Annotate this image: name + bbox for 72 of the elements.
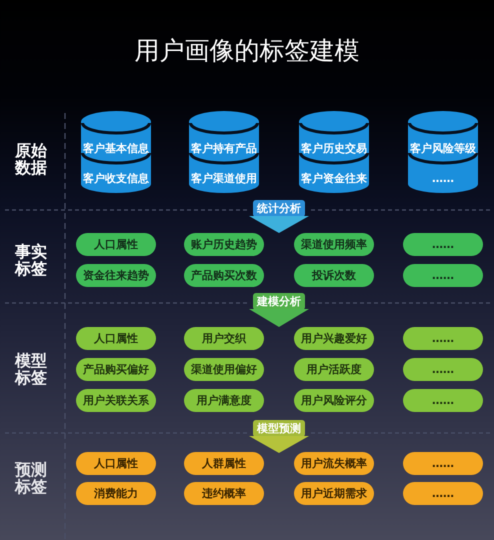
tag-pill bbox=[294, 358, 374, 381]
tag-label: 用户流失概率 bbox=[301, 456, 367, 470]
tag-pill bbox=[403, 358, 483, 381]
step-label: 模型预测 bbox=[257, 422, 301, 435]
tag-pill bbox=[184, 482, 264, 505]
tag-pill bbox=[294, 327, 374, 350]
database-label: 客户风险等级 bbox=[410, 142, 476, 156]
database-label: …… bbox=[432, 172, 454, 186]
tag-label: 违约概率 bbox=[202, 486, 246, 500]
tag-label: 渠道使用偏好 bbox=[191, 362, 257, 376]
tag-label: 用户关联关系 bbox=[83, 394, 149, 408]
tag-pill bbox=[184, 452, 264, 475]
tag-label: 用户满意度 bbox=[196, 394, 252, 408]
tag-pill bbox=[184, 389, 264, 412]
tag-pill bbox=[294, 233, 374, 256]
tag-pill bbox=[76, 233, 156, 256]
tag-pill bbox=[403, 482, 483, 505]
tag-pill bbox=[76, 389, 156, 412]
tag-pill bbox=[76, 264, 156, 287]
tag-pill bbox=[76, 327, 156, 350]
database-label: 客户持有产品 bbox=[191, 142, 257, 156]
tag-label: 资金往来趋势 bbox=[83, 268, 149, 282]
layer-label: 预测标签 bbox=[15, 461, 48, 495]
tag-label: …… bbox=[432, 362, 454, 376]
tag-label: 人群属性 bbox=[202, 456, 246, 470]
database-label: 客户历史交易 bbox=[301, 142, 367, 156]
tag-label: 人口属性 bbox=[94, 238, 138, 252]
tag-pill bbox=[403, 327, 483, 350]
tag-label: 消费能力 bbox=[94, 486, 138, 500]
tag-pill bbox=[294, 389, 374, 412]
tag-pill bbox=[184, 233, 264, 256]
database-label: 客户收支信息 bbox=[83, 172, 149, 186]
layer-label: 事实标签 bbox=[15, 243, 48, 277]
diagram-title: 用户画像的标签建模 bbox=[134, 36, 360, 66]
database-label: 客户基本信息 bbox=[83, 142, 149, 156]
layer-label: 模型标签 bbox=[15, 352, 48, 386]
tag-label: 用户近期需求 bbox=[301, 486, 367, 500]
tag-label: …… bbox=[432, 486, 454, 500]
tag-label: 渠道使用频率 bbox=[301, 238, 367, 252]
tag-label: …… bbox=[432, 394, 454, 408]
tag-label: …… bbox=[432, 268, 454, 282]
database-label: 客户渠道使用 bbox=[191, 172, 257, 186]
tag-pill bbox=[403, 264, 483, 287]
tag-pill bbox=[76, 358, 156, 381]
tag-pill bbox=[294, 264, 374, 287]
tag-pill bbox=[76, 482, 156, 505]
tag-pill bbox=[184, 358, 264, 381]
tag-label: 用户风险评分 bbox=[301, 394, 367, 408]
tag-pill bbox=[294, 452, 374, 475]
tag-pill bbox=[184, 327, 264, 350]
tag-pill bbox=[184, 264, 264, 287]
tag-pill bbox=[403, 233, 483, 256]
tag-pill bbox=[76, 452, 156, 475]
step-label: 统计分析 bbox=[257, 202, 301, 215]
tag-label: 用户兴趣爱好 bbox=[301, 332, 367, 346]
tag-pill bbox=[403, 389, 483, 412]
tag-label: …… bbox=[432, 456, 454, 470]
tag-label: 投诉次数 bbox=[312, 268, 356, 282]
tag-pill bbox=[403, 452, 483, 475]
step-label: 建模分析 bbox=[257, 295, 301, 308]
tag-pill bbox=[294, 482, 374, 505]
tag-label: 账户历史趋势 bbox=[191, 238, 257, 252]
tag-label: 产品购买次数 bbox=[191, 268, 257, 282]
tag-label: 用户交织 bbox=[202, 332, 246, 346]
database-label: 客户资金往来 bbox=[301, 172, 367, 186]
tag-label: …… bbox=[432, 238, 454, 252]
tag-label: 人口属性 bbox=[94, 332, 138, 346]
layer-label: 原始数据 bbox=[15, 142, 48, 176]
tag-label: …… bbox=[432, 332, 454, 346]
tag-label: 用户活跃度 bbox=[306, 362, 362, 376]
tag-label: 人口属性 bbox=[94, 456, 138, 470]
tag-label: 产品购买偏好 bbox=[83, 362, 149, 376]
